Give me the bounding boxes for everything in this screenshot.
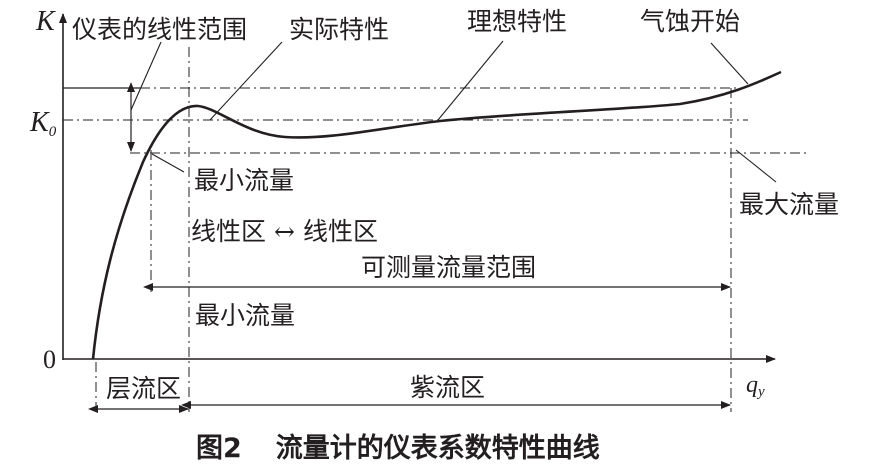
min-flow-upper-label: 最小流量	[194, 166, 294, 195]
laminar-zone-label: 层流区	[106, 374, 181, 403]
pointer-cavitation	[710, 42, 749, 85]
actual-characteristic-curve	[91, 70, 782, 360]
measurable-range-label: 可测量流量范围	[361, 253, 536, 282]
origin-label: 0	[43, 345, 56, 374]
pointer-linear-range	[130, 41, 162, 111]
ideal-characteristic-label: 理想特性	[467, 7, 567, 36]
pointer-actual	[209, 41, 283, 121]
min-flow-lower-label: 最小流量	[195, 301, 295, 330]
meter-linear-range-label: 仪表的线性范围	[72, 15, 247, 44]
cavitation-start-label: 气蚀开始	[640, 7, 740, 36]
y-axis-label: K	[35, 6, 56, 37]
pointer-ideal	[437, 40, 504, 121]
pointer-max-flow	[735, 149, 777, 183]
linear-zone-label: 线性区↔线性区	[191, 217, 378, 246]
pointer-min-flow-upper	[151, 153, 185, 173]
turbulent-zone-label: 紫流区	[410, 373, 485, 402]
actual-characteristic-label: 实际特性	[289, 15, 389, 44]
k0-label: K0	[29, 107, 57, 140]
max-flow-label: 最大流量	[739, 190, 839, 219]
x-axis-label: qy	[746, 372, 765, 400]
